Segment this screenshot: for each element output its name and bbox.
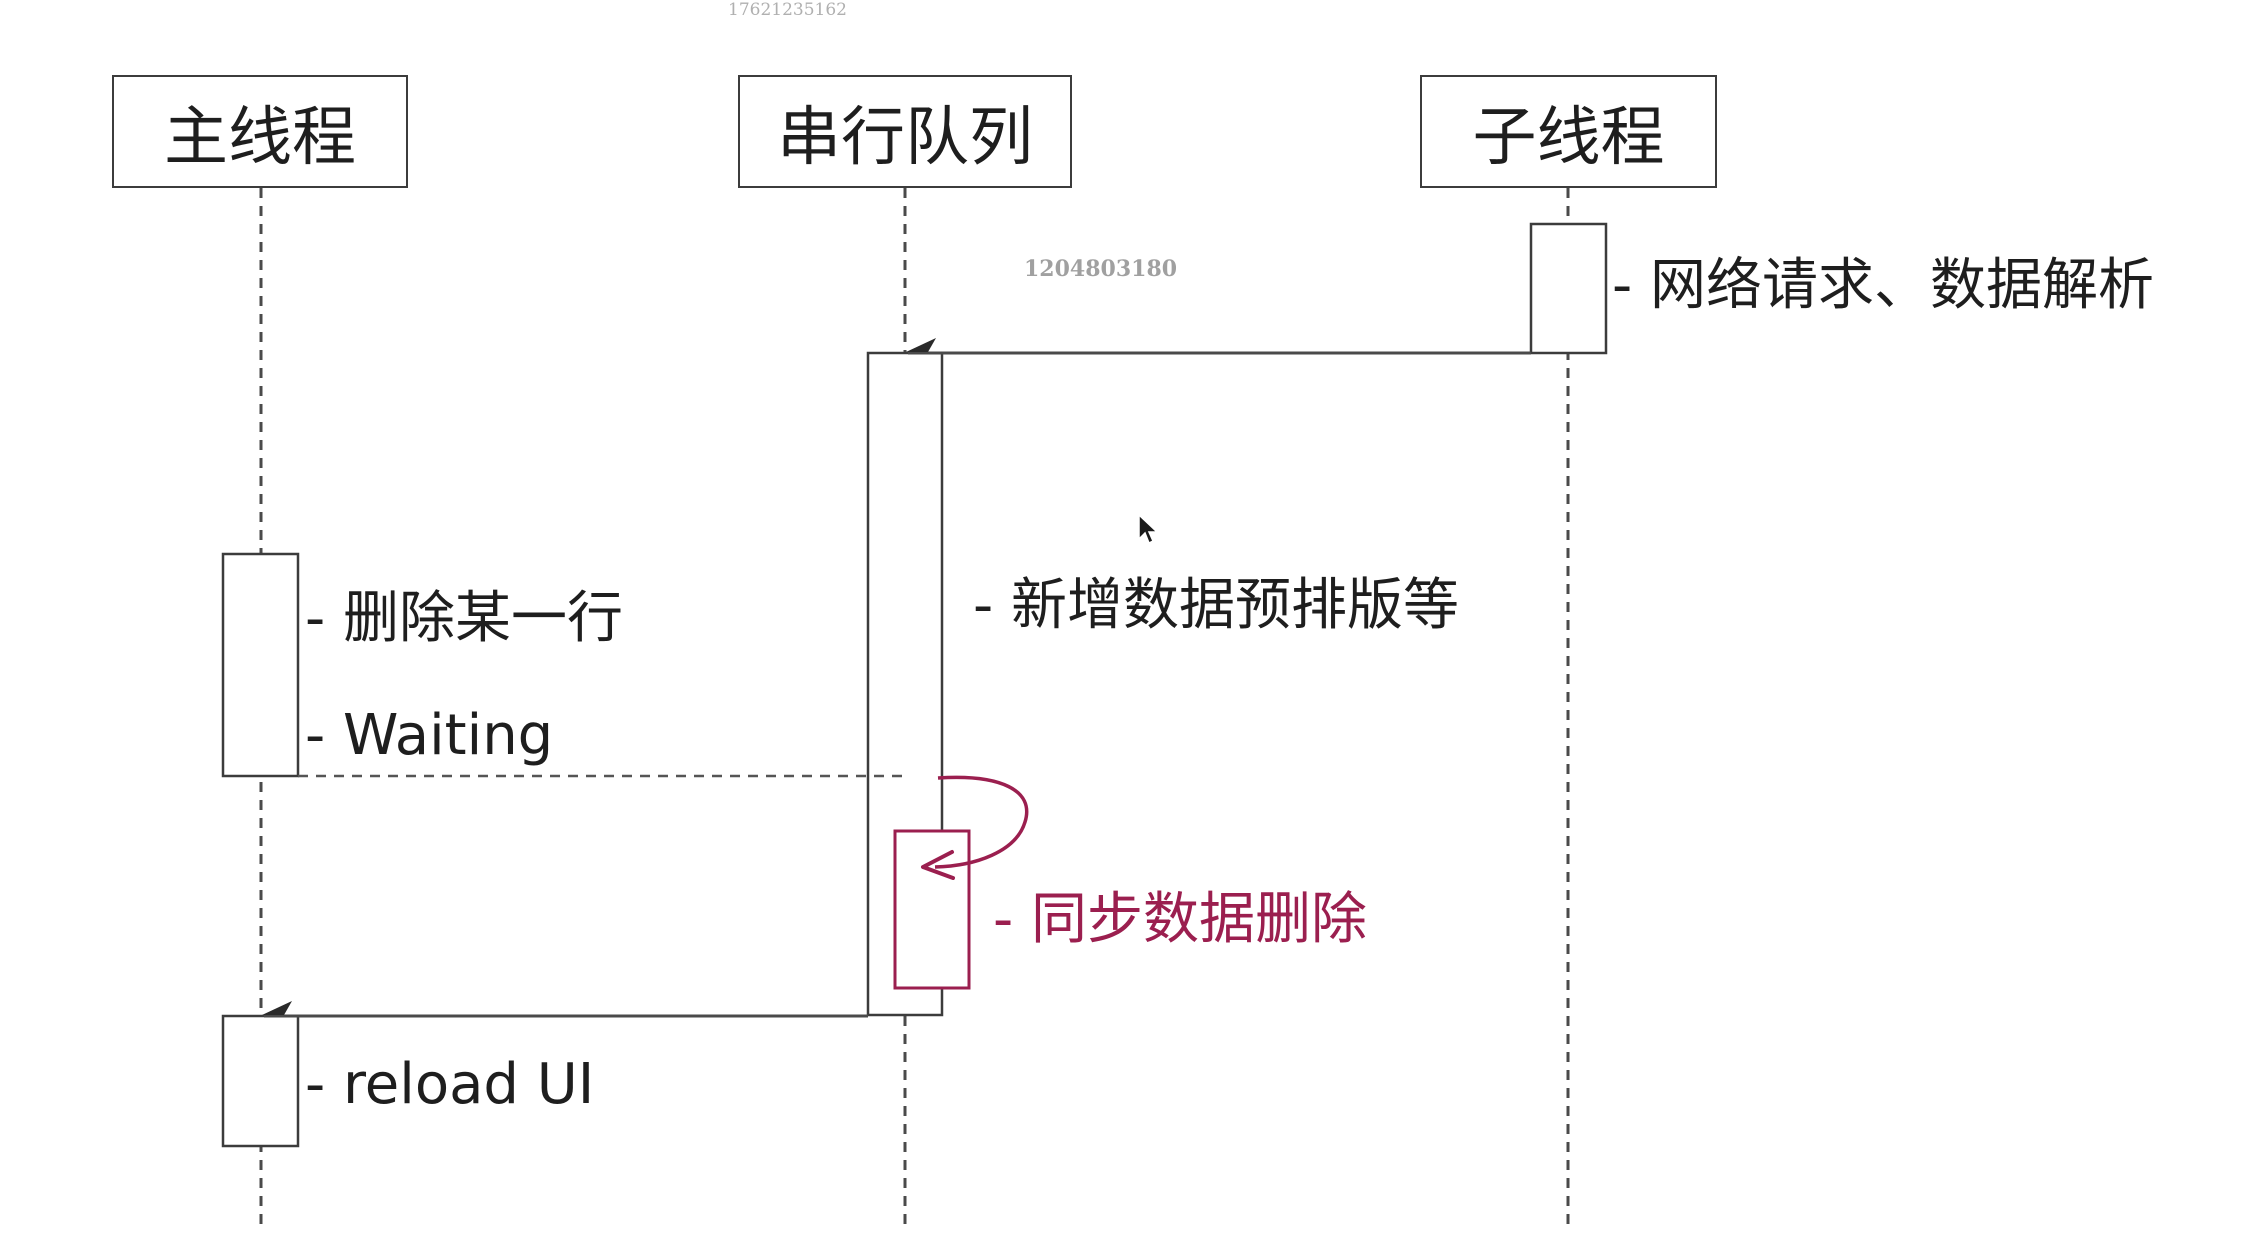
note-serial-task: - 新增数据预排版等 [973,573,1460,638]
arrowhead-child-to-serial [906,338,936,352]
activation-sync-delete [893,829,971,990]
activation-main-delete [221,552,300,778]
watermark-top: 17621235162 [728,0,847,20]
activation-child [1529,222,1608,355]
activation-main-reload [221,1014,300,1148]
watermark-middle: 1204803180 [1024,256,1178,282]
self-call-loop [934,775,1029,869]
arrowhead-serial-to-main [262,1001,292,1015]
note-main-reload-ui: - reload UI [305,1052,595,1117]
lane-header-child-thread: 子线程 [1420,75,1717,188]
note-child-task: - 网络请求、数据解析 [1612,253,2155,318]
note-sync-delete: - 同步数据删除 [993,887,1368,952]
cursor-arrow-icon [1138,514,1159,545]
self-call-arrowhead [921,850,955,880]
lane-header-main-thread: 主线程 [112,75,408,188]
lane-header-serial-queue: 串行队列 [738,75,1072,188]
note-main-delete-row: - 删除某一行 [305,586,624,651]
note-main-waiting: - Waiting [305,703,554,768]
